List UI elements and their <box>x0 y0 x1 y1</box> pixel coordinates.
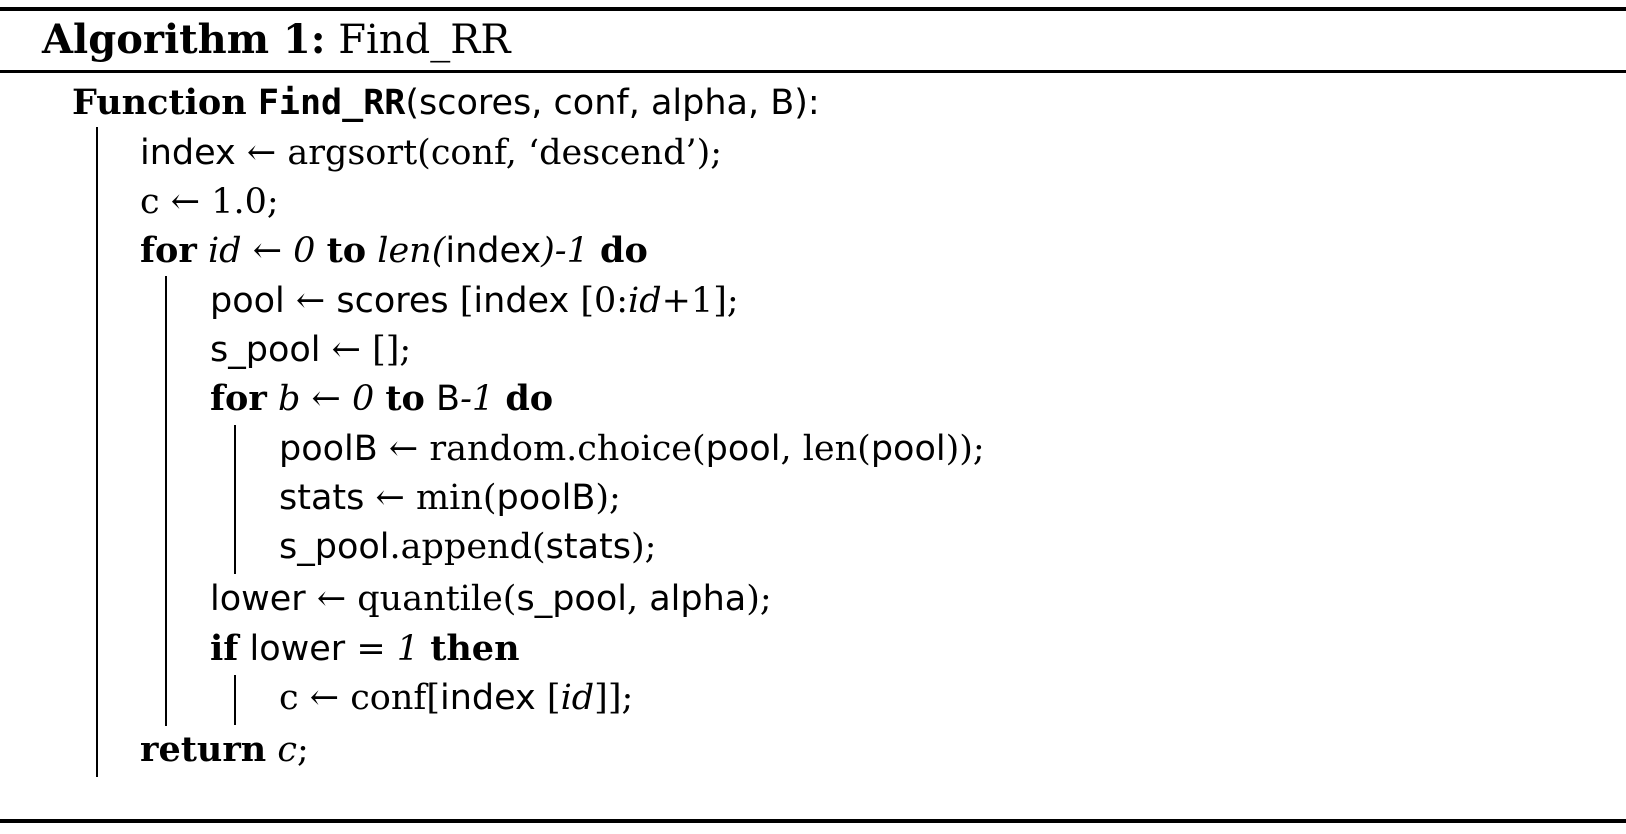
code-line-c-assign: c ← conf[index [id]]; <box>279 678 634 718</box>
algorithm-label: Algorithm 1: <box>42 16 326 63</box>
bottom-rule <box>0 819 1626 823</box>
inner-for-block-bar <box>234 425 236 574</box>
function-params: (scores, conf, alpha, B): <box>405 83 820 123</box>
function-keyword: Function <box>72 82 247 123</box>
code-line-append: s_pool.append(stats); <box>279 527 657 567</box>
function-line: Function Find_RR(scores, conf, alpha, B)… <box>72 79 820 127</box>
code-line-if: if lower = 1 then <box>210 628 520 669</box>
if-block-bar <box>234 675 236 725</box>
code-line-pool: pool ← scores [index [0:id+1]; <box>210 281 739 321</box>
function-block-bar <box>96 127 98 777</box>
top-rule <box>0 7 1626 11</box>
code-line-poolB: poolB ← random.choice(pool, len(pool)); <box>279 429 985 469</box>
code-line-for-b: for b ← 0 to B-1 do <box>210 378 554 419</box>
code-line-s-pool-init: s_pool ← []; <box>210 330 412 370</box>
function-name: Find_RR <box>257 83 406 123</box>
code-line-for-id: for id ← 0 to len(index)-1 do <box>140 230 648 271</box>
caption-rule <box>0 70 1626 73</box>
code-line-stats: stats ← min(poolB); <box>279 478 621 518</box>
algorithm-caption: Algorithm 1: Find_RR <box>42 12 510 68</box>
code-line-return: return c; <box>140 729 309 770</box>
algorithm-name: Find_RR <box>338 17 511 63</box>
outer-for-block-bar <box>165 276 167 726</box>
code-line-lower: lower ← quantile(s_pool, alpha); <box>210 579 772 619</box>
code-line-index: index ← argsort(conf, ‘descend’); <box>140 133 723 173</box>
code-line-c-init: c ← 1.0; <box>140 182 279 222</box>
